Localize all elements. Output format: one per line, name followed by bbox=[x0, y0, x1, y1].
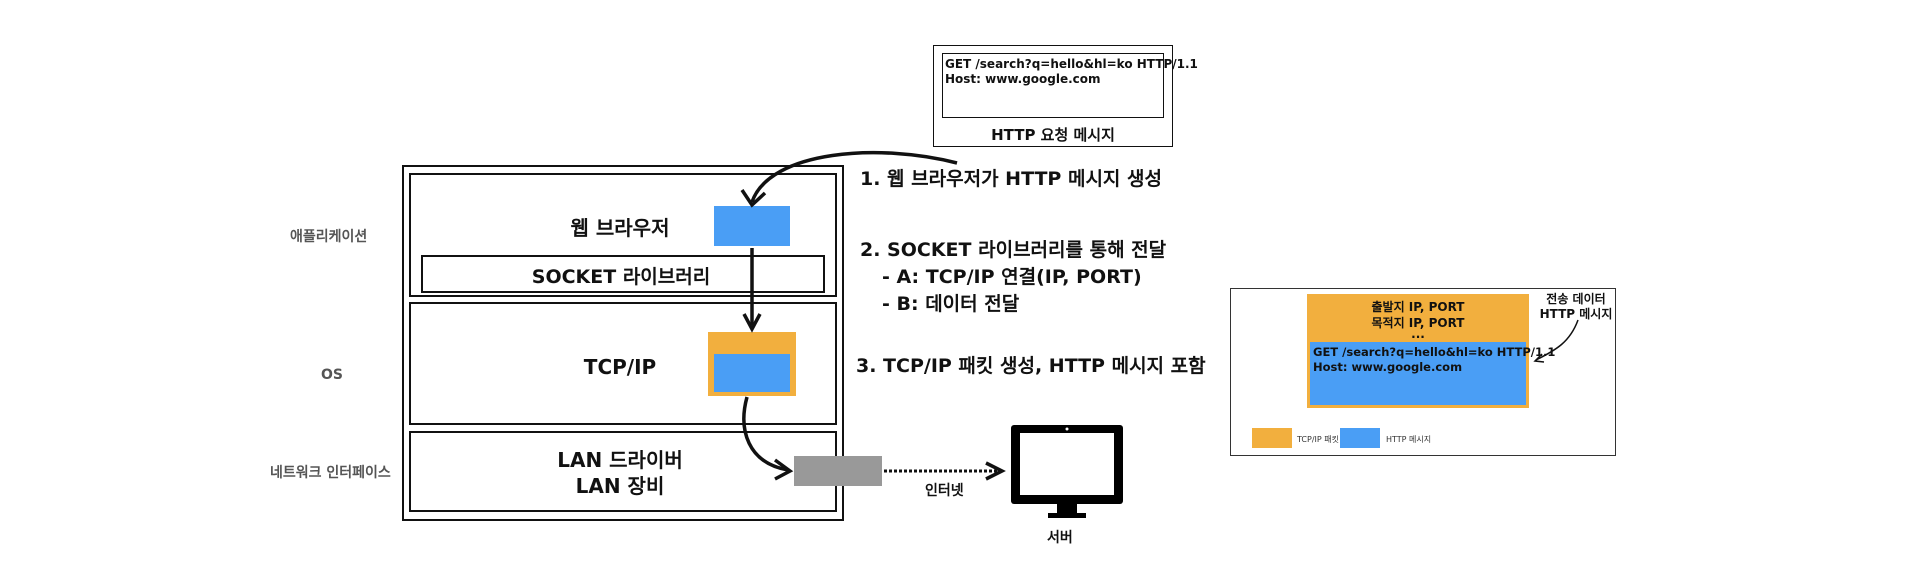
tcpip-label: TCP/IP bbox=[583, 355, 657, 379]
arrow-browser-to-tcpip-head bbox=[742, 313, 762, 333]
packet-http-line1: GET /search?q=hello&hl=ko HTTP/1.1 bbox=[1313, 345, 1556, 359]
http-message-block bbox=[714, 206, 790, 246]
packet-dest-label: 목적지 IP, PORT bbox=[1371, 316, 1465, 330]
web-browser-label: 웹 브라우저 bbox=[570, 216, 670, 240]
packet-http-line2: Host: www.google.com bbox=[1313, 360, 1463, 374]
lan-device-block bbox=[794, 456, 882, 486]
http-request-line2: Host: www.google.com bbox=[945, 72, 1101, 86]
arrow-tcpip-to-lan bbox=[742, 396, 789, 472]
packet-detail-panel bbox=[1230, 288, 1616, 456]
arrow-tcpip-to-lan-head bbox=[773, 458, 794, 481]
internet-label: 인터넷 bbox=[925, 483, 964, 499]
http-request-caption: HTTP 요청 메시지 bbox=[991, 126, 1115, 144]
http-request-message-box bbox=[933, 45, 1173, 147]
arrow-http-to-browser-head bbox=[740, 189, 767, 208]
layer-label-os: OS bbox=[321, 367, 343, 383]
http-request-inner-box bbox=[942, 53, 1164, 118]
tcpip-packet-http-payload bbox=[714, 354, 790, 392]
legend-tcpip-label: TCP/IP 패킷 bbox=[1297, 435, 1339, 444]
arrow-http-to-browser bbox=[750, 150, 958, 203]
step-2-b: - B: 데이터 전달 bbox=[882, 293, 1020, 315]
stack-frame bbox=[402, 165, 844, 521]
legend-http-swatch bbox=[1340, 428, 1380, 448]
legend-http-label: HTTP 메시지 bbox=[1386, 435, 1432, 444]
lan-driver-label: LAN 드라이버 bbox=[557, 448, 683, 472]
socket-library-label: SOCKET 라이브러리 bbox=[531, 266, 711, 288]
packet-source-label: 출발지 IP, PORT bbox=[1371, 300, 1465, 314]
server-monitor-icon bbox=[1010, 424, 1124, 520]
http-request-line1: GET /search?q=hello&hl=ko HTTP/1.1 bbox=[945, 57, 1198, 71]
socket-library-box bbox=[421, 255, 825, 293]
packet-http-region bbox=[1310, 342, 1526, 405]
tcpip-packet-block bbox=[708, 332, 796, 396]
step-2-a: - A: TCP/IP 연결(IP, PORT) bbox=[882, 266, 1142, 288]
packet-ellipsis: ... bbox=[1411, 327, 1425, 341]
lan-device-label: LAN 장비 bbox=[575, 474, 665, 498]
packet-annotation-arrow bbox=[1533, 319, 1579, 363]
os-section bbox=[409, 302, 837, 425]
packet-annotation-line1: 전송 데이터 bbox=[1546, 292, 1606, 306]
step-3: 3. TCP/IP 패킷 생성, HTTP 메시지 포함 bbox=[856, 355, 1206, 377]
server-label: 서버 bbox=[1047, 530, 1073, 546]
arrow-lan-to-server-head bbox=[985, 461, 1006, 481]
layer-label-application: 애플리케이션 bbox=[290, 229, 368, 245]
packet-annotation-line2: HTTP 메시지 bbox=[1539, 307, 1613, 321]
step-2: 2. SOCKET 라이브러리를 통해 전달 bbox=[860, 239, 1167, 261]
application-section bbox=[409, 173, 837, 297]
step-1: 1. 웹 브라우저가 HTTP 메시지 생성 bbox=[860, 168, 1162, 190]
legend-tcpip-swatch bbox=[1252, 428, 1292, 448]
layer-label-network-interface: 네트워크 인터페이스 bbox=[270, 465, 391, 481]
